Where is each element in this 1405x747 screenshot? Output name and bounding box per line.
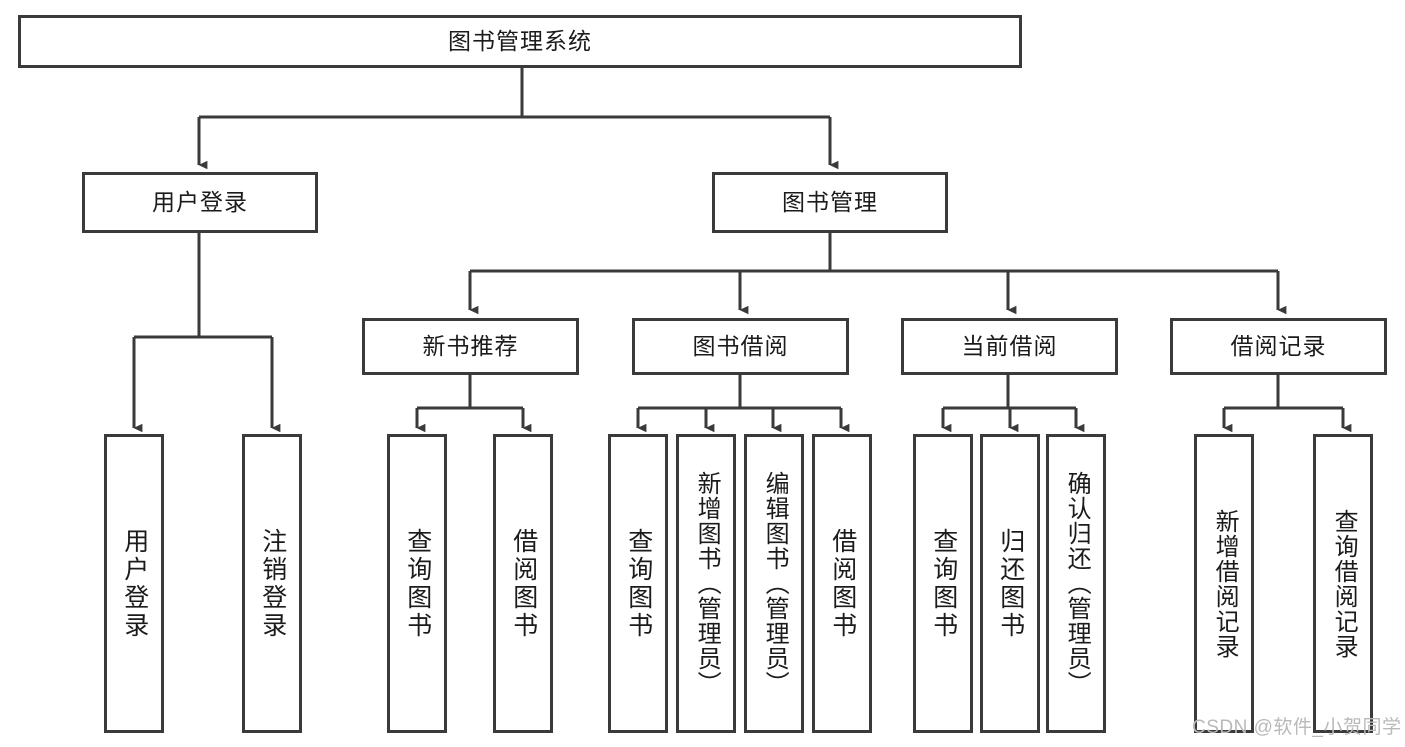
node-leaf-query-book-3-label: 查询图书 xyxy=(929,527,958,640)
node-book-borrow[interactable]: 图书借阅 xyxy=(632,318,849,375)
node-leaf-add-record-label: 新增借阅记录 xyxy=(1211,508,1239,659)
node-leaf-add-record[interactable]: 新增借阅记录 xyxy=(1194,434,1254,733)
node-leaf-user-login[interactable]: 用户登录 xyxy=(104,434,164,733)
node-leaf-query-book-2[interactable]: 查询图书 xyxy=(608,434,668,733)
node-current-borrow-label: 当前借阅 xyxy=(961,332,1058,359)
node-root-label: 图书管理系统 xyxy=(448,27,592,54)
node-current-borrow[interactable]: 当前借阅 xyxy=(901,318,1118,375)
node-user-login-label: 用户登录 xyxy=(152,188,248,215)
node-leaf-user-login-label: 用户登录 xyxy=(120,527,149,640)
node-leaf-query-book-3[interactable]: 查询图书 xyxy=(913,434,973,733)
node-leaf-borrow-book-2-label: 借阅图书 xyxy=(828,527,857,640)
node-leaf-add-book[interactable]: 新增图书（管理员） xyxy=(676,434,736,733)
node-leaf-borrow-book-2[interactable]: 借阅图书 xyxy=(812,434,872,733)
node-leaf-borrow-book-1-label: 借阅图书 xyxy=(509,527,538,640)
node-leaf-edit-book-label: 编辑图书（管理员） xyxy=(761,471,789,696)
node-root[interactable]: 图书管理系统 xyxy=(18,15,1022,68)
node-user-login[interactable]: 用户登录 xyxy=(82,172,318,233)
node-leaf-edit-book[interactable]: 编辑图书（管理员） xyxy=(744,434,804,733)
node-borrow-record-label: 借阅记录 xyxy=(1230,332,1327,359)
node-leaf-return-book-label: 归还图书 xyxy=(996,527,1025,640)
node-new-book-rec[interactable]: 新书推荐 xyxy=(362,318,579,375)
node-leaf-query-record[interactable]: 查询借阅记录 xyxy=(1313,434,1373,733)
node-leaf-borrow-book-1[interactable]: 借阅图书 xyxy=(493,434,553,733)
node-leaf-add-book-label: 新增图书（管理员） xyxy=(693,471,721,696)
node-book-manage-label: 图书管理 xyxy=(782,188,878,215)
node-leaf-query-record-label: 查询借阅记录 xyxy=(1330,508,1358,659)
node-leaf-confirm-return[interactable]: 确认归还（管理员） xyxy=(1046,434,1106,733)
node-leaf-user-logout[interactable]: 注销登录 xyxy=(242,434,302,733)
node-book-manage[interactable]: 图书管理 xyxy=(712,172,948,233)
watermark: CSDN @软件_小贺同学 xyxy=(1192,717,1402,738)
node-book-borrow-label: 图书借阅 xyxy=(692,332,789,359)
node-leaf-query-book-1[interactable]: 查询图书 xyxy=(387,434,447,733)
node-leaf-return-book[interactable]: 归还图书 xyxy=(980,434,1040,733)
node-borrow-record[interactable]: 借阅记录 xyxy=(1170,318,1387,375)
node-leaf-query-book-1-label: 查询图书 xyxy=(403,527,432,640)
node-leaf-user-logout-label: 注销登录 xyxy=(258,527,287,640)
node-new-book-rec-label: 新书推荐 xyxy=(422,332,519,359)
node-leaf-query-book-2-label: 查询图书 xyxy=(624,527,653,640)
node-leaf-confirm-return-label: 确认归还（管理员） xyxy=(1063,471,1091,696)
